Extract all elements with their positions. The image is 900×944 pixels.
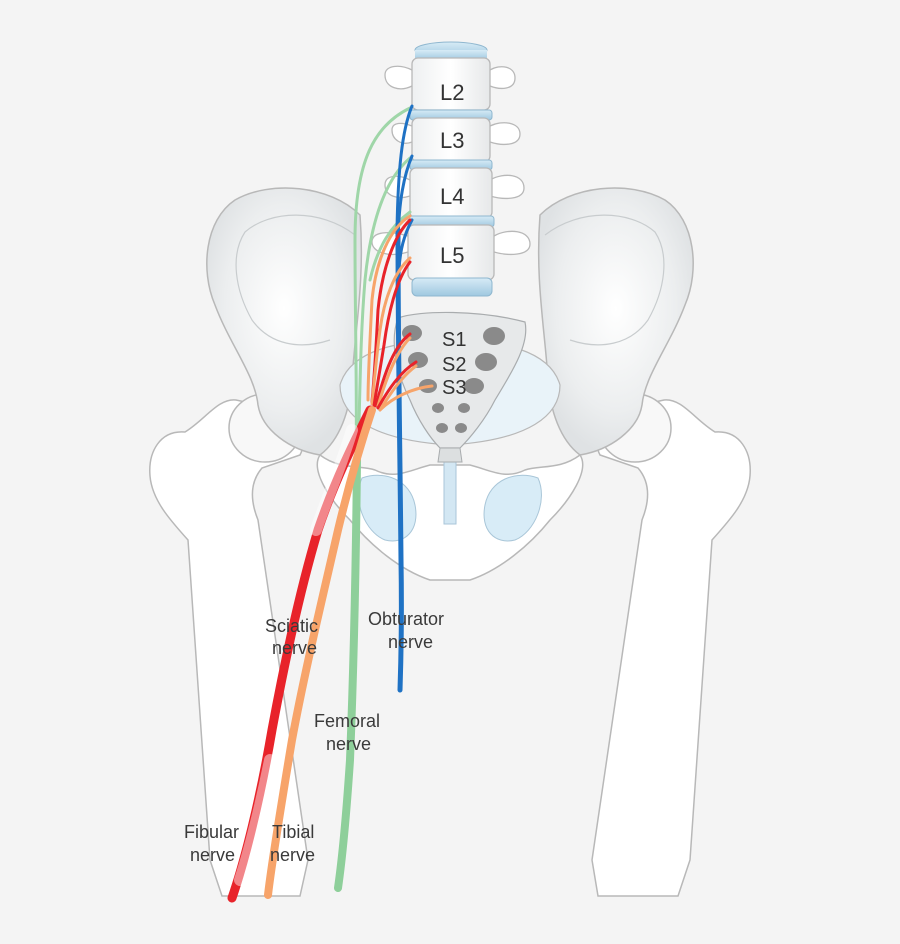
l2-label: L2 (440, 80, 464, 105)
right-femur (591, 393, 751, 897)
sciatic-root-l5-orange (370, 256, 412, 406)
femoral-label-1: Femoral (314, 711, 380, 731)
sciatic-label-2: nerve (272, 638, 317, 658)
vertebra-l3: L3 (391, 117, 521, 163)
femoral-label-2: nerve (326, 734, 371, 754)
sciatic-label-1: Sciatic (265, 616, 318, 636)
tibial-label-1: Tibial (272, 822, 314, 842)
sciatic-root-s1b (376, 336, 412, 408)
obturator-label-1: Obturator (368, 609, 444, 629)
nerves (227, 104, 434, 903)
fibular-label-2: nerve (190, 845, 235, 865)
pubic-symphysis (443, 459, 457, 525)
s3-label: S3 (442, 377, 466, 399)
vertebra-l2: L2 (384, 57, 516, 111)
s1-label: S1 (442, 329, 466, 351)
l3-label: L3 (440, 128, 464, 153)
l5-label: L5 (440, 243, 464, 268)
sciatic-root-l5-red (372, 260, 412, 408)
femoral-nerve-branch-l3 (356, 156, 412, 462)
sciatic-root-s2 (376, 360, 418, 410)
s2-label: S2 (442, 354, 466, 376)
nerve-labels: Sciatic nerve Obturator nerve Femoral ne… (184, 609, 444, 865)
sciatic-root-l4-orange (366, 214, 412, 402)
sciatic-root-s3 (378, 384, 434, 412)
tibial-nerve (264, 406, 376, 899)
sciatic-root-s1 (374, 332, 412, 408)
tibial-label-2: nerve (270, 845, 315, 865)
obturator-nerve (395, 227, 404, 693)
right-obturator-foramen (483, 474, 542, 542)
l4-label: L4 (440, 184, 464, 209)
obturator-nerve-branch-l2 (395, 104, 414, 232)
obturator-label-2: nerve (388, 632, 433, 652)
fibular-label-1: Fibular (184, 822, 239, 842)
femoral-nerve (334, 456, 361, 892)
femoral-nerve-branch-l4 (368, 210, 412, 282)
lumbar-spine: L2 L3 L4 L5 (371, 41, 531, 297)
fibular-nerve (227, 405, 375, 903)
vertebra-l5: L5 (371, 224, 531, 281)
